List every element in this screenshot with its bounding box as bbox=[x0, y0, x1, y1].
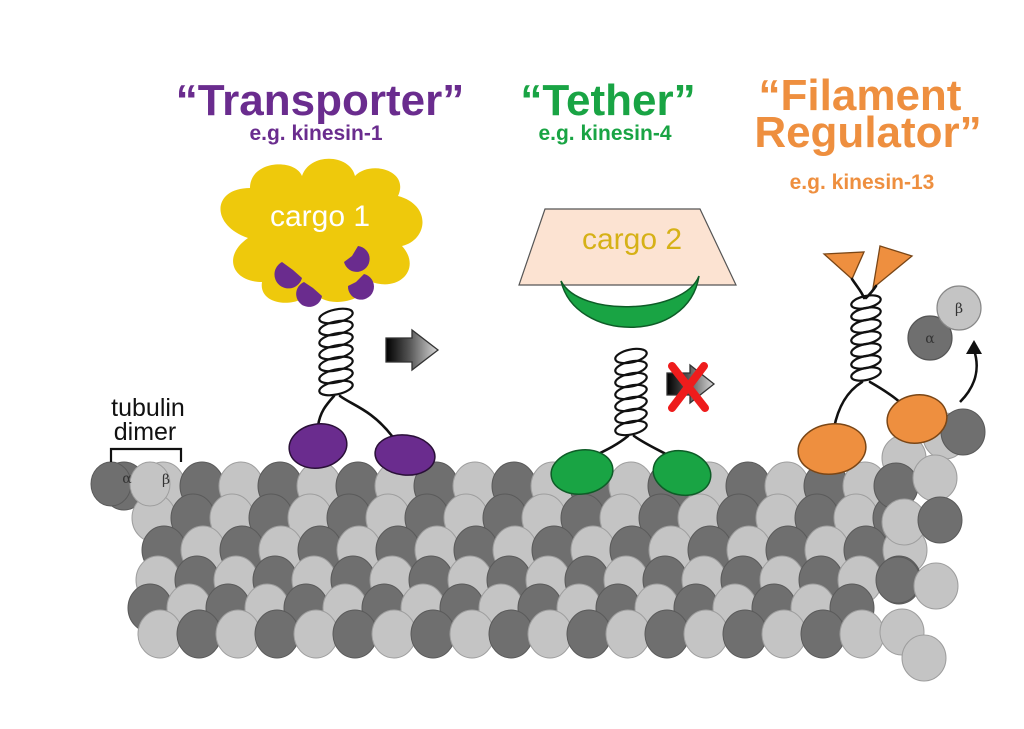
neck-linker bbox=[338, 394, 394, 438]
tubulin-subunit bbox=[800, 609, 846, 659]
tubulin-subunit bbox=[683, 609, 729, 659]
tubulin-subunit bbox=[644, 609, 690, 659]
tubulin-subunit bbox=[129, 461, 171, 507]
tubulin-subunit bbox=[839, 609, 885, 659]
tubulin-subunit bbox=[605, 609, 651, 659]
neck-linker bbox=[864, 284, 878, 300]
cargo-binding-domain bbox=[560, 275, 700, 328]
tubulin-subunit bbox=[917, 496, 963, 544]
tubulin-subunit bbox=[761, 609, 807, 659]
cargo-binding-domain bbox=[296, 282, 322, 307]
motor-head bbox=[886, 394, 948, 444]
released-alpha-label: α bbox=[925, 331, 935, 347]
tubulin-subunit bbox=[332, 609, 378, 659]
cargo-binding-domain bbox=[344, 246, 370, 272]
neck-linker bbox=[850, 277, 866, 300]
coiled-coil bbox=[318, 307, 354, 397]
tether-title: “Tether” bbox=[520, 76, 695, 125]
motor-head bbox=[652, 449, 712, 497]
tether-motor: cargo 2 bbox=[518, 208, 737, 497]
motor-head bbox=[288, 423, 348, 469]
cargo-2 bbox=[518, 208, 737, 286]
tail-domain bbox=[872, 245, 914, 290]
curved-arrow-icon bbox=[959, 349, 978, 403]
released-tubulin-dimer: α β bbox=[907, 285, 982, 361]
transporter-example: e.g. kinesin-1 bbox=[249, 122, 382, 145]
tubulin-subunit bbox=[215, 609, 261, 659]
regulator-motor: α β bbox=[797, 245, 982, 475]
tubulin-subunit bbox=[254, 609, 300, 659]
tubulin-subunit bbox=[410, 609, 456, 659]
motor-head bbox=[797, 423, 867, 475]
neck-linker bbox=[832, 380, 864, 430]
tubulin-subunit bbox=[913, 562, 959, 610]
tubulin-subunit bbox=[875, 556, 921, 604]
tubulin-subunit bbox=[449, 609, 495, 659]
cargo-binding-domain bbox=[274, 262, 302, 289]
cargo-1-label: cargo 1 bbox=[270, 200, 370, 233]
neck-linker bbox=[316, 394, 336, 428]
released-beta-label: β bbox=[955, 301, 963, 317]
coiled-coil bbox=[850, 294, 882, 382]
beta-label: β bbox=[162, 472, 170, 488]
tubulin-subunit bbox=[901, 634, 947, 682]
tubulin-subunit bbox=[293, 609, 339, 659]
tubulin-label-line1: tubulin bbox=[111, 394, 185, 422]
cargo-binding-domain bbox=[347, 274, 374, 300]
motor-head bbox=[374, 434, 436, 476]
alpha-label: α bbox=[122, 471, 132, 487]
tubulin-subunit bbox=[912, 454, 958, 502]
tubulin-subunit bbox=[137, 609, 183, 659]
transporter-title: “Transporter” bbox=[176, 76, 465, 125]
curved-arrow-icon bbox=[966, 340, 982, 354]
tubulin-bracket bbox=[109, 447, 183, 462]
right-arrow-icon bbox=[385, 328, 440, 372]
tubulin-subunit bbox=[940, 408, 986, 456]
transporter-motor: cargo 1 bbox=[220, 158, 440, 476]
tubulin-label-line2: dimer bbox=[114, 418, 177, 446]
tether-example: e.g. kinesin-4 bbox=[538, 122, 671, 145]
coiled-coil bbox=[614, 347, 648, 437]
regulator-title-line2: Regulator” bbox=[754, 108, 981, 157]
tubulin-subunit bbox=[566, 609, 612, 659]
tubulin-subunit bbox=[722, 609, 768, 659]
tubulin-subunit bbox=[527, 609, 573, 659]
regulator-example: e.g. kinesin-13 bbox=[790, 171, 935, 194]
regulator-title-line1: “Filament bbox=[759, 71, 962, 120]
microtubule bbox=[90, 408, 986, 682]
tubulin-subunit bbox=[371, 609, 417, 659]
cargo-2-label: cargo 2 bbox=[582, 223, 682, 256]
cargo-1 bbox=[220, 158, 423, 303]
motor-head bbox=[550, 449, 614, 495]
tail-domain bbox=[822, 251, 866, 281]
tubulin-subunit bbox=[176, 609, 222, 659]
red-x-icon bbox=[668, 362, 709, 412]
tubulin-subunit bbox=[488, 609, 534, 659]
